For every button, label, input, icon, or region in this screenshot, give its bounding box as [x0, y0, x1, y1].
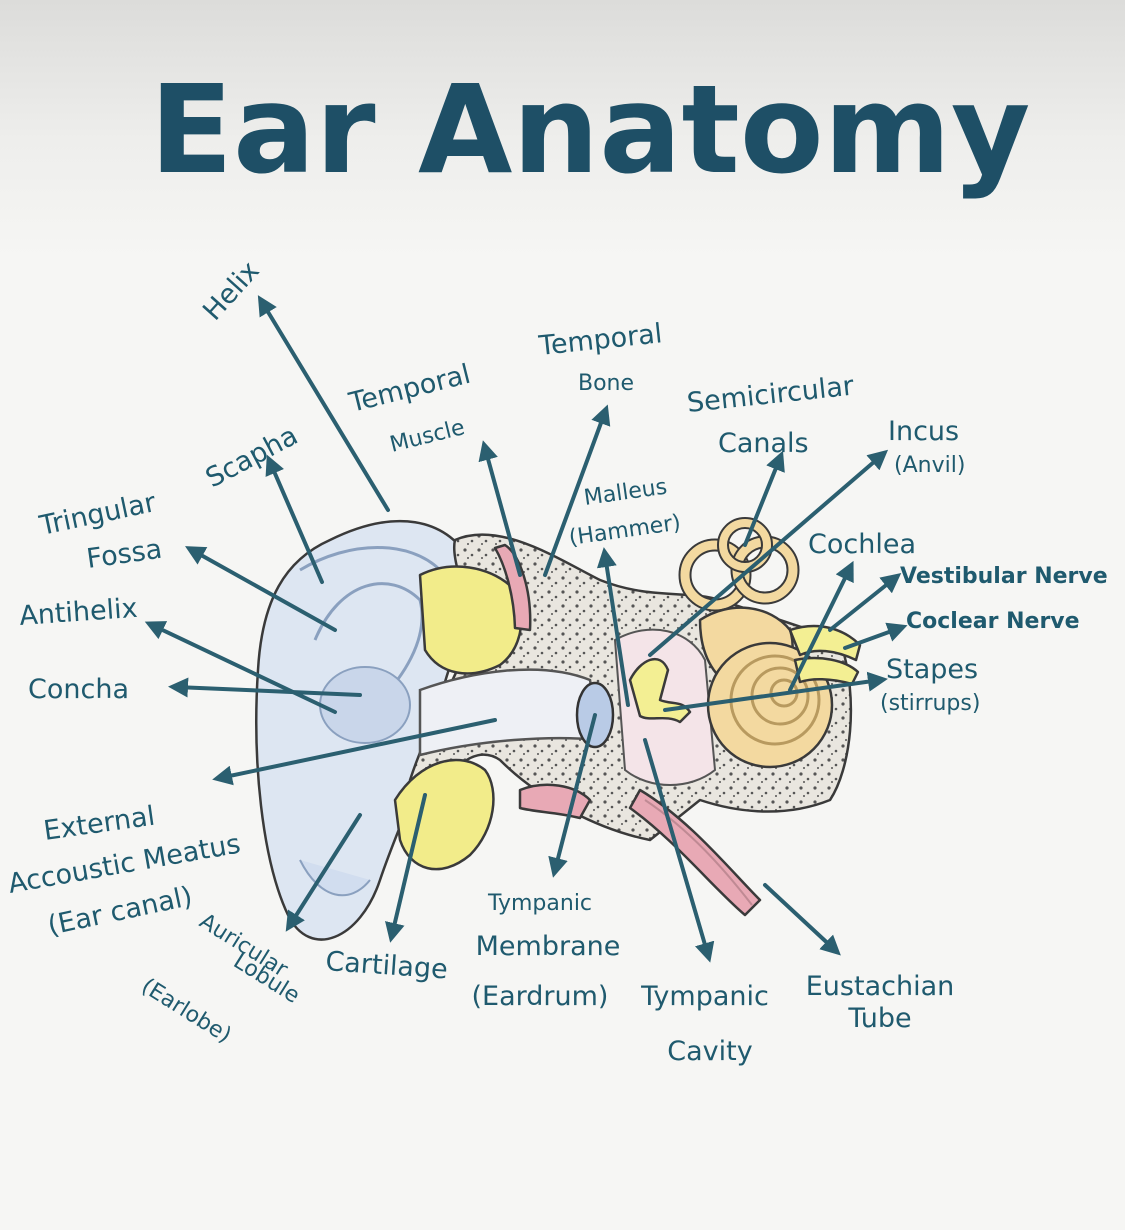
- label-stapes-line1: Stapes: [886, 654, 978, 685]
- label-stapes-line2: (stirrups): [880, 691, 980, 716]
- label-tringular-fossa: Tringular Fossa: [36, 487, 164, 575]
- lower-cartilage: [393, 758, 495, 871]
- label-tympanic-cavity: Tympanic Cavity: [640, 981, 769, 1067]
- label-malleus-line1: Malleus: [582, 475, 668, 511]
- label-temporal-bone-line1: Temporal: [536, 318, 663, 362]
- antihelix-ridge: [313, 582, 424, 702]
- earlobe: [299, 859, 371, 897]
- eustachian-tube-inner: [644, 799, 753, 906]
- label-tympanic-membrane: Tympanic Membrane (Eardrum): [472, 891, 621, 1012]
- helix-rim: [299, 546, 442, 572]
- label-eustachian-tube: Eustachian Tube: [806, 971, 955, 1034]
- label-semicircular-canals-line1: Semicircular: [685, 371, 856, 419]
- label-antihelix: Antihelix: [18, 593, 138, 632]
- label-stapes: Stapes (stirrups): [880, 654, 980, 716]
- label-tympanic-membrane-line2: Membrane: [476, 931, 621, 962]
- label-concha: Concha: [28, 674, 129, 705]
- label-auricular-lobule: Auricular Lobule (Earlobe): [137, 909, 304, 1049]
- label-coclear-nerve: Coclear Nerve: [906, 609, 1080, 634]
- label-auricular-lobule-line3: (Earlobe): [137, 974, 236, 1049]
- label-semicircular-canals: Semicircular Canals: [685, 371, 856, 459]
- page-title: Ear Anatomy: [150, 59, 1031, 201]
- label-eustachian-tube-line1: Eustachian: [806, 971, 955, 1002]
- label-eustachian-tube-line2: Tube: [847, 1003, 911, 1034]
- nerves-lower: [793, 656, 860, 686]
- semicircular-canals: [678, 517, 800, 612]
- label-tympanic-membrane-line3: (Eardrum): [472, 981, 609, 1012]
- label-tympanic-cavity-line2: Cavity: [667, 1036, 752, 1067]
- label-tympanic-membrane-line1: Tympanic: [487, 891, 592, 916]
- label-temporal-bone-line2: Bone: [578, 371, 634, 396]
- label-cartilage: Cartilage: [325, 946, 449, 985]
- label-external-meatus-line2: Accoustic Meatus: [6, 829, 243, 900]
- label-external-meatus-line1: External: [42, 801, 157, 847]
- label-scapha: Scapha: [201, 420, 303, 494]
- label-incus-line2: (Anvil): [894, 453, 965, 478]
- label-helix: Helix: [197, 255, 265, 326]
- ear-illustration: [255, 517, 862, 941]
- label-external-meatus-line3: (Ear canal): [45, 881, 195, 942]
- label-temporal-bone: Temporal Bone: [536, 318, 663, 396]
- label-incus-line1: Incus: [888, 416, 959, 447]
- label-temporal-muscle: Temporal Muscle: [345, 359, 473, 458]
- label-temporal-muscle-line1: Temporal: [345, 359, 473, 419]
- pointer-arrows: [144, 295, 908, 963]
- ossicles: [628, 658, 692, 724]
- label-cochlea: Cochlea: [808, 529, 916, 560]
- label-semicircular-canals-line2: Canals: [718, 428, 809, 459]
- label-tringular-fossa-line2: Fossa: [85, 534, 164, 575]
- label-incus: Incus (Anvil): [888, 416, 965, 478]
- label-tympanic-cavity-line1: Tympanic: [640, 981, 769, 1012]
- eustachian-tube: [628, 788, 762, 917]
- label-temporal-muscle-line2: Muscle: [387, 415, 467, 458]
- label-malleus: Malleus (Hammer): [567, 475, 682, 551]
- label-tringular-fossa-line1: Tringular: [36, 487, 159, 542]
- label-malleus-line2: (Hammer): [567, 511, 682, 551]
- concha-bowl: [319, 666, 411, 744]
- upper-cartilage: [418, 565, 523, 675]
- label-vestibular-nerve: Vestibular Nerve: [900, 564, 1108, 589]
